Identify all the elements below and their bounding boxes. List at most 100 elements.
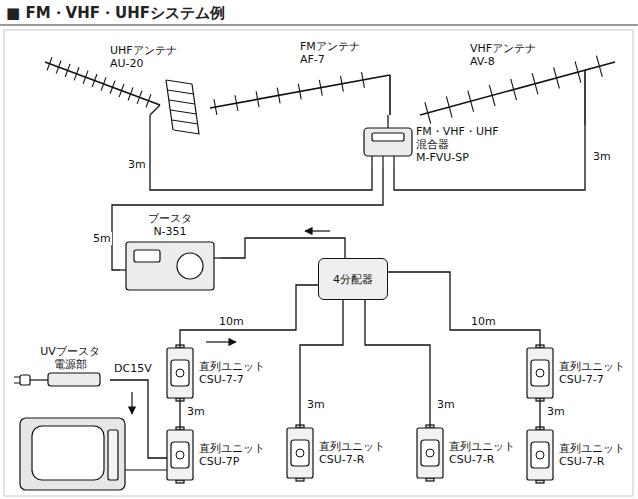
booster-port	[120, 269, 126, 270]
booster-panel	[134, 250, 160, 262]
mixer-port	[382, 156, 383, 168]
label-line: 直列ユニット	[319, 440, 387, 453]
uhf-reflector	[192, 84, 199, 134]
uhf-antenna-element	[65, 64, 70, 77]
wall-unit-socket	[531, 442, 549, 468]
wall-unit-jack	[536, 451, 544, 459]
label-line: CSU-7-R	[319, 453, 387, 466]
device-label: 直列ユニット CSU-7-R	[559, 442, 627, 468]
wall-unit-socket	[421, 440, 439, 466]
vhf-antenna-element	[468, 91, 474, 112]
fm-antenna: FMアンテナ AF-7	[205, 38, 395, 115]
device-label: UVブースタ 電源部	[30, 345, 110, 371]
wall-unit-jack	[426, 449, 434, 457]
label-line: CSU-7-7	[199, 373, 267, 386]
series-unit: 直列ユニット CSU-7-7	[167, 348, 267, 398]
fm-mast	[389, 75, 391, 115]
uhf-antenna-element	[146, 94, 151, 107]
cable-length: 10m	[470, 315, 497, 328]
uhf-antenna-element	[101, 77, 106, 90]
fm-antenna-element	[298, 84, 301, 100]
cable-length: 3m	[592, 150, 612, 163]
cable	[300, 300, 343, 428]
fm-antenna-element	[362, 72, 365, 88]
plug-prong	[14, 383, 20, 384]
label-line: CSU-7-R	[449, 453, 517, 466]
device-label: 直列ユニット CSU-7-7	[199, 360, 267, 386]
cable-length: DC15V	[113, 362, 153, 375]
wall-unit-socket	[171, 442, 189, 468]
uhf-reflector-rung	[168, 90, 194, 94]
vhf-antenna-element	[446, 96, 452, 117]
label-line: 直列ユニット	[559, 442, 627, 455]
vhf-antenna-element	[554, 67, 560, 88]
uhf-reflector-rung	[172, 120, 198, 124]
wall-unit-plate	[167, 348, 193, 398]
device-label: 直列ユニット CSU-7-7	[559, 360, 627, 386]
label-line: CSU-7-7	[559, 373, 627, 386]
label-line: FMアンテナ	[300, 40, 395, 53]
label-line: CSU-7-R	[559, 455, 627, 468]
mixer-port	[393, 156, 394, 168]
device-label: ブースタ N-351	[120, 212, 220, 238]
cable-length: 3m	[186, 405, 206, 418]
booster-body	[126, 242, 214, 290]
tv-screen	[32, 426, 104, 480]
device-label: UHFアンテナ AU-20	[110, 44, 205, 70]
fm-antenna-element	[277, 88, 280, 104]
booster: ブースタ N-351	[120, 212, 220, 292]
mixer: FM・VHF・UHF 混合器 M-FVU-SP	[360, 122, 500, 168]
cable-length: 3m	[127, 158, 147, 171]
fm-antenna-element	[319, 80, 322, 96]
wall-unit-plate	[287, 428, 313, 478]
vhf-antenna-element	[597, 56, 603, 77]
label-line: UHFアンテナ	[110, 44, 205, 57]
tv-cabinet	[20, 418, 125, 490]
label-line: FM・VHF・UHF	[416, 125, 500, 138]
cable	[150, 140, 372, 190]
vhf-antenna-element	[575, 61, 581, 82]
cable-length: 3m	[436, 398, 456, 411]
cable	[220, 238, 345, 258]
mixer-port	[371, 156, 372, 168]
label-line: AF-7	[300, 53, 395, 66]
cable	[388, 272, 540, 348]
label-line: ブースタ	[120, 212, 220, 225]
mixer-body	[364, 128, 412, 156]
fm-antenna-element	[214, 99, 217, 115]
label-line: 4分配器	[333, 273, 373, 286]
tv-cable	[125, 469, 167, 470]
wall-unit-plate	[417, 428, 443, 478]
power-plug	[20, 375, 30, 385]
wall-unit-socket	[171, 360, 189, 386]
uhf-reflector-rung	[174, 130, 200, 134]
cable	[110, 380, 167, 458]
uhf-antenna-element	[119, 84, 124, 97]
wall-unit-plate	[167, 430, 193, 480]
label-line: M-FVU-SP	[416, 151, 500, 164]
series-unit: 直列ユニット CSU-7-R	[417, 428, 517, 478]
uhf-antenna-element	[92, 74, 97, 87]
uhf-antenna-element	[128, 87, 133, 100]
cable	[365, 300, 430, 428]
vhf-mast	[584, 70, 586, 125]
power-direction-arrow	[131, 392, 132, 414]
cable	[394, 125, 585, 190]
signal-direction-arrow	[305, 230, 330, 231]
uhf-reflector-rung	[171, 110, 197, 114]
uhf-antenna: UHFアンテナ AU-20	[35, 40, 205, 140]
uhf-feed	[149, 115, 150, 140]
series-unit: 直列ユニット CSU-7P	[167, 430, 267, 480]
uhf-antenna-element	[137, 91, 142, 104]
frame	[4, 30, 633, 496]
cable	[539, 398, 540, 430]
label-line: N-351	[120, 225, 220, 238]
vhf-antenna-element	[511, 79, 517, 100]
uhf-antenna-element	[56, 61, 61, 74]
uhf-antenna-element	[83, 71, 88, 84]
booster-port	[214, 257, 220, 258]
power-unit-body	[48, 373, 100, 386]
label-line: 電源部	[30, 358, 110, 371]
mixer-port	[387, 122, 388, 128]
